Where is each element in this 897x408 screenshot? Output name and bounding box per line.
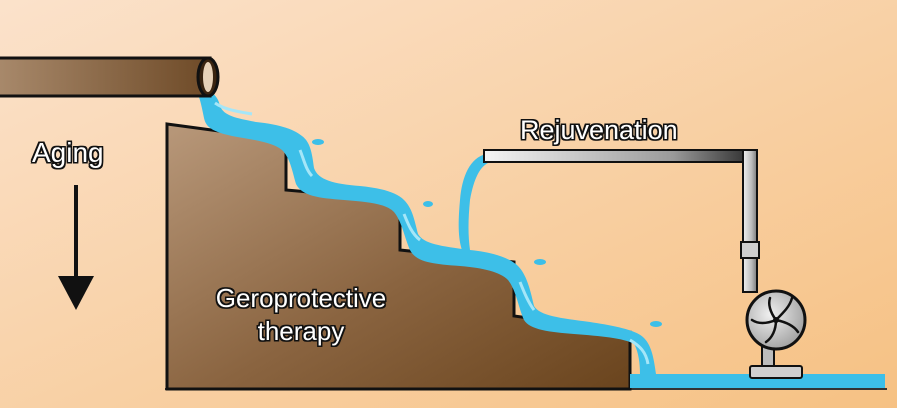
water-pool xyxy=(630,374,885,388)
inflow-pipe xyxy=(0,56,220,98)
therapy-label-line2: therapy xyxy=(257,316,345,346)
water-cascade xyxy=(197,88,662,374)
aging-label: Aging xyxy=(32,137,104,168)
down-arrow-icon xyxy=(58,185,94,310)
geroprotective-therapy-label: Geroprotective therapy xyxy=(190,282,412,348)
rejuvenation-label: Rejuvenation xyxy=(520,115,678,145)
therapy-label-line1: Geroprotective xyxy=(215,283,387,313)
pump-icon xyxy=(745,289,807,379)
return-pipe xyxy=(483,149,760,293)
return-water-stream xyxy=(458,154,490,250)
staircase xyxy=(165,122,632,391)
